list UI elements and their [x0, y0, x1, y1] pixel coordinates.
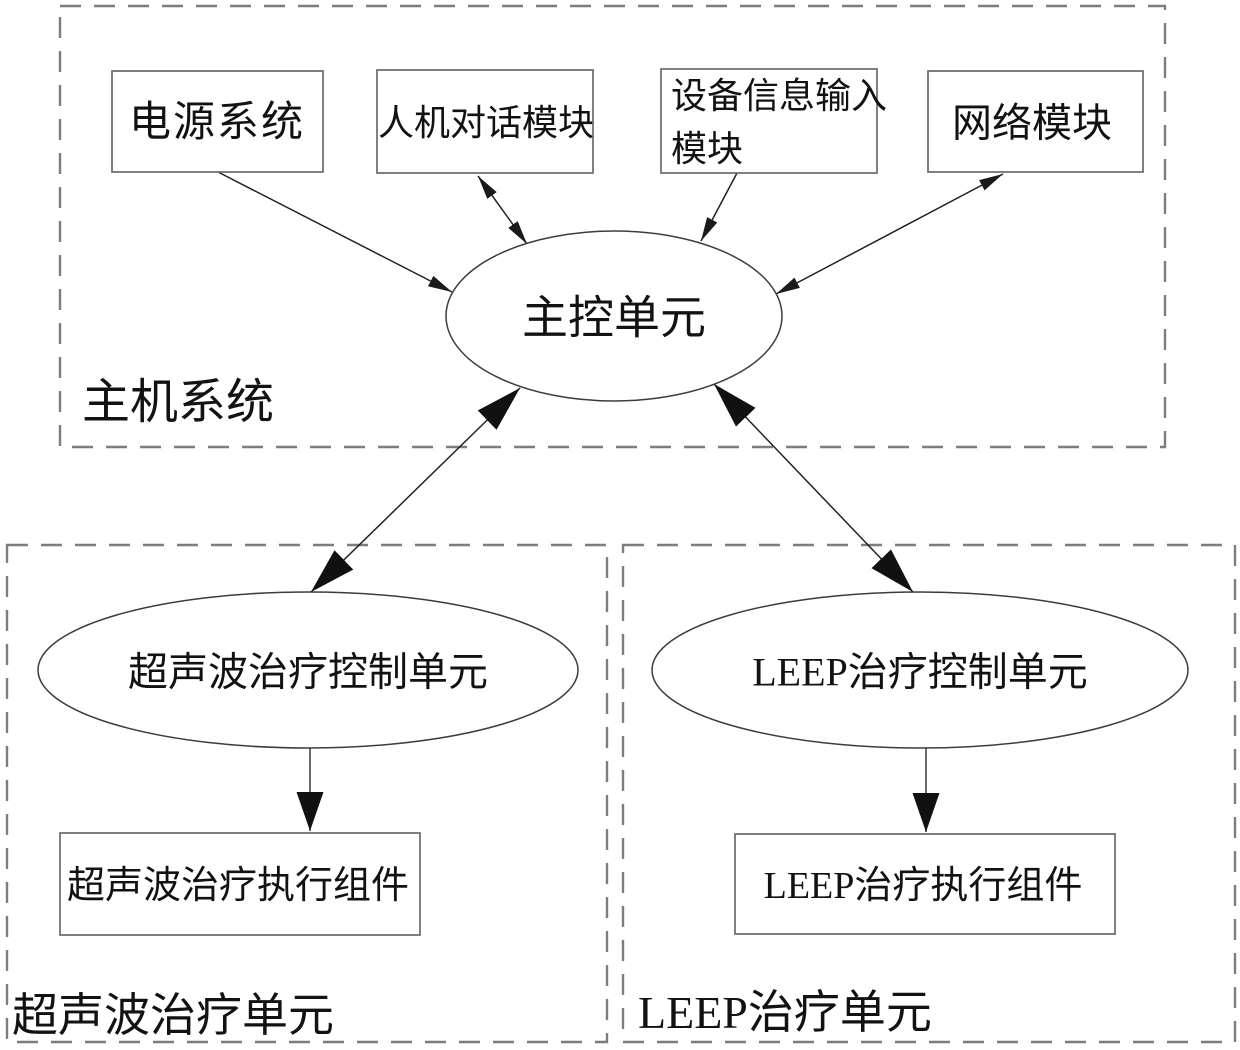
- device-info-label-line1: 设备信息输入: [671, 76, 887, 116]
- hmi-module-node: [376, 69, 594, 174]
- main-control-unit-label: 主控单元: [522, 293, 706, 344]
- host-system-group-label: 主机系统: [82, 376, 274, 429]
- power-system-node: [111, 70, 324, 173]
- ultrasound-unit-group-box: [5, 543, 609, 1044]
- ultrasound-exec-component-node: [59, 832, 421, 936]
- edge-power-to-main: [217, 171, 453, 293]
- main-control-unit-node: [445, 230, 783, 402]
- ultrasound-unit-group-label: 超声波治疗单元: [12, 990, 334, 1041]
- device-info-label-line2: 模块: [671, 129, 743, 169]
- leep-control-unit-label: LEEP治疗控制单元: [752, 650, 1088, 695]
- edge-main-leepcontrol-bidirectional: [713, 383, 914, 593]
- ultrasound-exec-component-label: 超声波治疗执行组件: [67, 865, 409, 907]
- edge-main-uscontrol-bidirectional: [310, 387, 521, 593]
- hmi-module-label: 人机对话模块: [378, 103, 594, 143]
- edge-network-main-bidirectional: [775, 173, 1004, 295]
- ultrasound-control-unit-node: [37, 591, 579, 749]
- network-module-node: [927, 70, 1144, 173]
- power-system-label: 电源系统: [129, 100, 305, 146]
- leep-exec-component-label: LEEP治疗执行组件: [764, 865, 1083, 907]
- network-module-label: 网络模块: [952, 101, 1112, 146]
- ultrasound-control-unit-label: 超声波治疗控制单元: [128, 650, 488, 695]
- edge-deviceinfo-to-main: [700, 172, 738, 242]
- host-system-group-box: [58, 4, 1167, 449]
- leep-unit-group-label: LEEP治疗单元: [638, 987, 932, 1038]
- leep-unit-group-box: [621, 543, 1237, 1044]
- device-info-input-module-node: [660, 68, 878, 174]
- leep-exec-component-node: [734, 833, 1116, 935]
- leep-control-unit-node: [651, 591, 1189, 749]
- edge-hmi-main-bidirectional: [477, 175, 528, 245]
